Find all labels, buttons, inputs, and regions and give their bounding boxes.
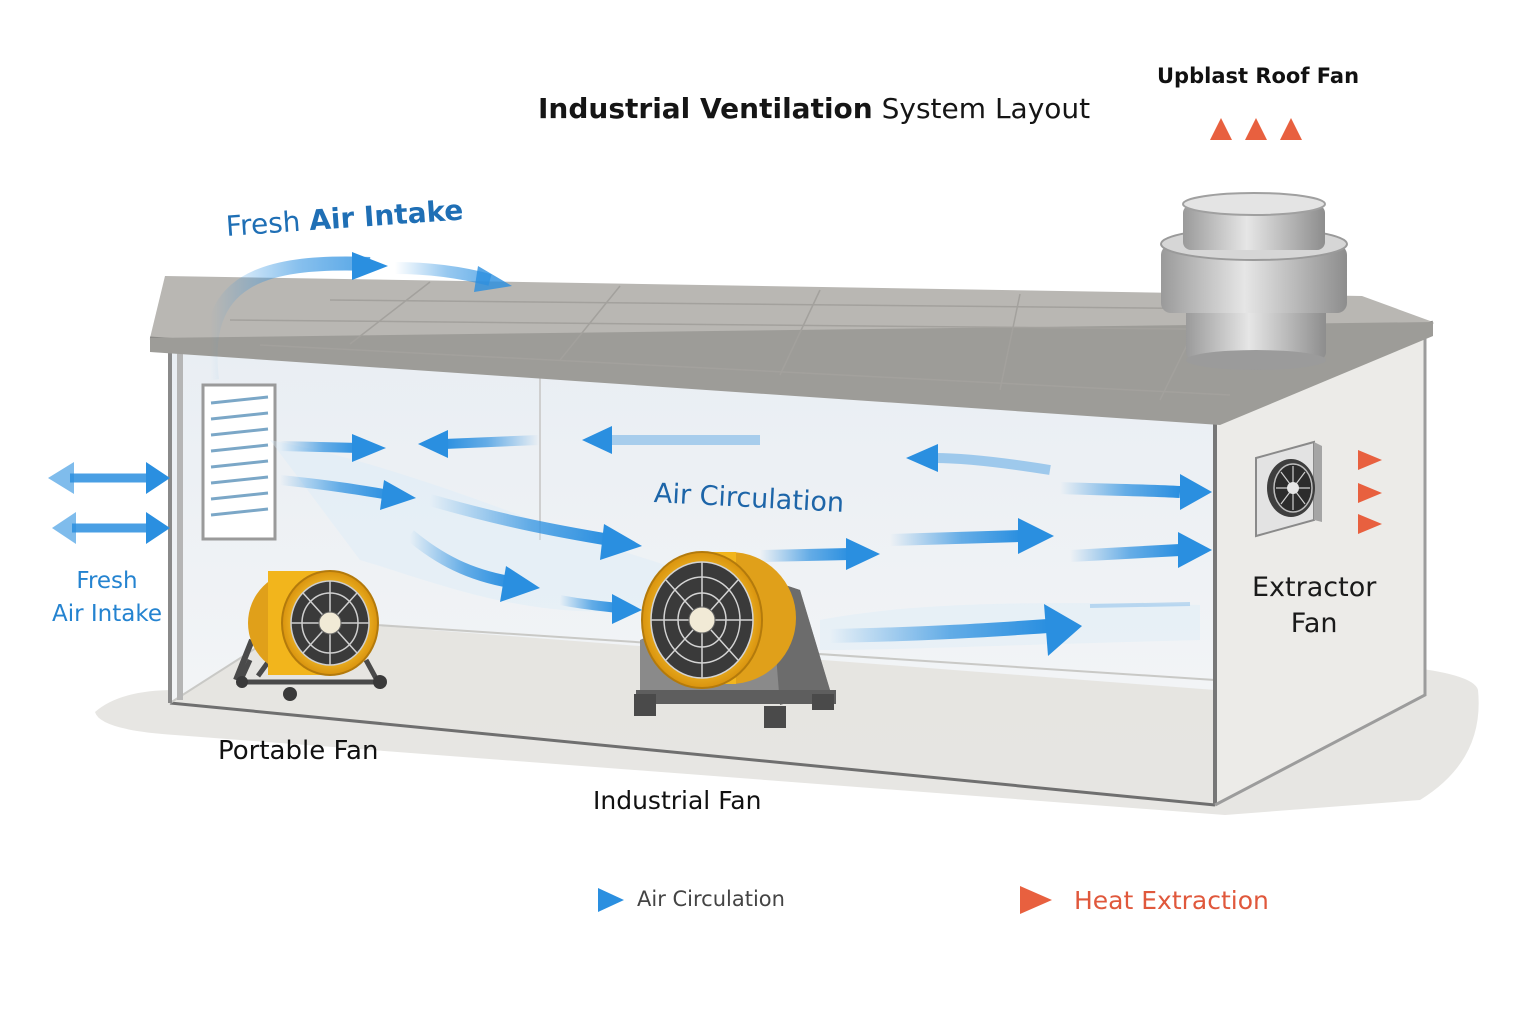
title-regular: System Layout bbox=[881, 92, 1091, 125]
legend-air-label: Air Circulation bbox=[637, 887, 785, 911]
roof-fan-label: Upblast Roof Fan bbox=[1157, 64, 1360, 88]
fresh-air-side-label: Fresh Air Intake bbox=[52, 565, 162, 631]
building bbox=[149, 276, 1434, 807]
extractor-line1: Extractor bbox=[1252, 572, 1377, 603]
legend-air-arrow bbox=[525, 888, 624, 912]
wall-extractor-fan-icon bbox=[1255, 440, 1322, 538]
extractor-heat-arrows bbox=[1328, 450, 1382, 534]
extractor-fan-label: Extractor Fan bbox=[1252, 570, 1376, 642]
legend-heat-label: Heat Extraction bbox=[1074, 886, 1269, 915]
floor bbox=[170, 620, 1215, 805]
fresh-air-side-line2: Air Intake bbox=[52, 601, 163, 627]
extractor-line2: Fan bbox=[1290, 608, 1338, 639]
louver-vent-icon bbox=[201, 383, 277, 541]
portable-drum-fan-icon bbox=[233, 570, 387, 701]
industrial-drum-fan-icon bbox=[634, 551, 836, 728]
title-bold: Industrial Ventilation bbox=[538, 92, 873, 125]
diagram-title: Industrial Ventilation System Layout bbox=[538, 92, 1090, 125]
fresh-air-top-prefix: Fresh bbox=[224, 204, 302, 243]
fresh-air-side-line1: Fresh bbox=[76, 568, 138, 594]
legend-heat-arrow bbox=[945, 886, 1052, 914]
portable-fan-label: Portable Fan bbox=[218, 736, 379, 766]
fresh-air-side-arrows bbox=[48, 462, 170, 544]
upblast-roof-fan-icon bbox=[1160, 192, 1348, 370]
fresh-air-roof-arrow bbox=[203, 252, 512, 381]
industrial-fan-label: Industrial Fan bbox=[593, 786, 762, 815]
air-circulation-arrows bbox=[279, 426, 1212, 656]
roof-heat-arrows bbox=[1210, 118, 1302, 172]
